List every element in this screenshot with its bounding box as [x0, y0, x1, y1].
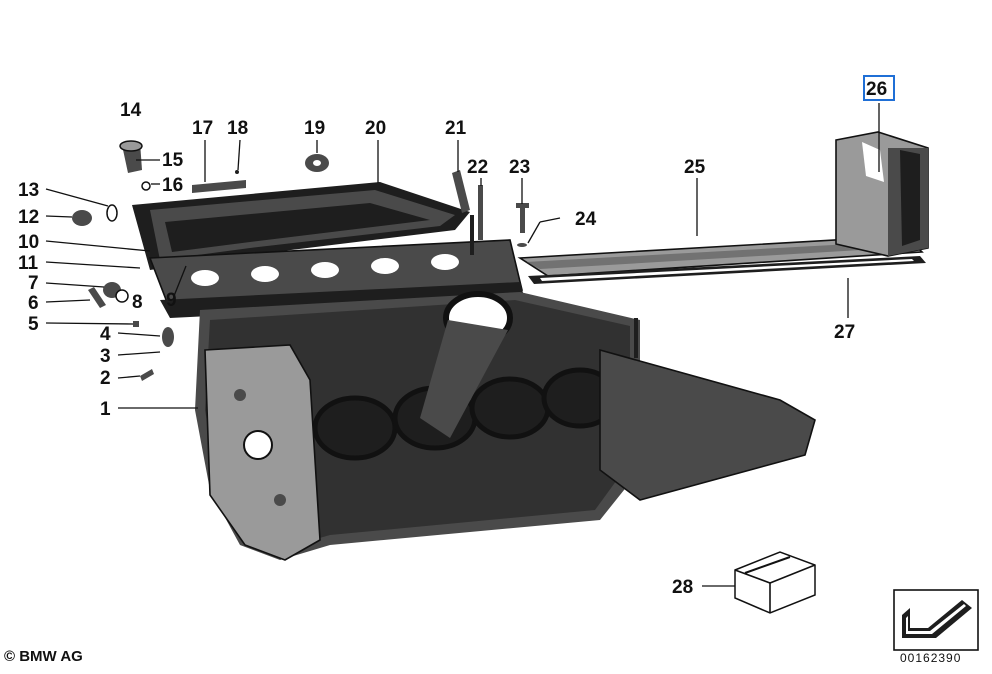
callout-20[interactable]: 20	[365, 118, 386, 139]
small-parts	[72, 140, 529, 381]
callout-23[interactable]: 23	[509, 157, 530, 178]
callout-19[interactable]: 19	[304, 118, 325, 139]
callout-9[interactable]: 9	[166, 290, 177, 311]
callout-16[interactable]: 16	[162, 175, 183, 196]
callout-28[interactable]: 28	[672, 577, 693, 598]
leader-lines	[45, 103, 880, 587]
diagram-code: 00162390	[900, 651, 962, 665]
copyright-notice: © BMW AG	[4, 648, 83, 665]
callout-2[interactable]: 2	[100, 368, 111, 389]
callout-22[interactable]: 22	[467, 157, 488, 178]
callout-13[interactable]: 13	[18, 180, 39, 201]
highlight-box-26	[863, 75, 895, 101]
callout-6[interactable]: 6	[28, 293, 39, 314]
callout-labels: 1 2 3 4 5 6 7 8 9 10 11 12 13 14 15 16 1…	[18, 75, 895, 598]
callout-10[interactable]: 10	[18, 232, 39, 253]
callout-27[interactable]: 27	[834, 322, 855, 343]
callout-18[interactable]: 18	[227, 118, 248, 139]
callout-25[interactable]: 25	[684, 157, 706, 178]
callout-24[interactable]: 24	[575, 209, 597, 230]
callout-3[interactable]: 3	[100, 346, 111, 367]
callout-14[interactable]: 14	[120, 100, 142, 121]
callout-21[interactable]: 21	[445, 118, 467, 139]
callout-1[interactable]: 1	[100, 399, 111, 420]
parts-box-icon	[734, 551, 816, 614]
callout-7[interactable]: 7	[28, 273, 39, 294]
callout-26[interactable]: 26	[866, 79, 887, 100]
callout-4[interactable]: 4	[100, 324, 111, 345]
callout-5[interactable]: 5	[28, 314, 39, 335]
callout-11[interactable]: 11	[18, 253, 39, 274]
cylinder-head-assembly	[132, 182, 525, 318]
callout-15[interactable]: 15	[162, 150, 184, 171]
oil-pan-assembly	[517, 131, 929, 284]
callout-8[interactable]: 8	[132, 292, 143, 313]
engine-block	[195, 215, 816, 561]
callout-12[interactable]: 12	[18, 207, 39, 228]
orientation-arrow-icon	[893, 589, 979, 651]
callout-17[interactable]: 17	[192, 118, 213, 139]
